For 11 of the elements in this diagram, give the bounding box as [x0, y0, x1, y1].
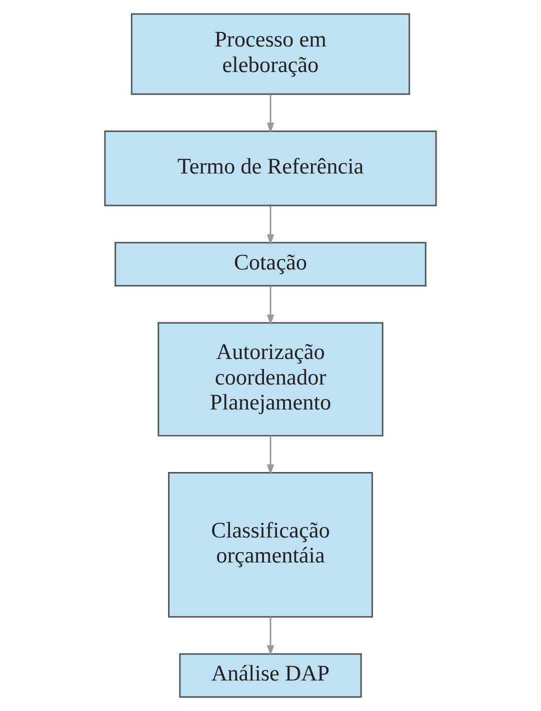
- arrow: [266, 94, 274, 134]
- arrow: [266, 616, 274, 656]
- node-box: Análise DAP: [179, 653, 362, 698]
- node-box: Autorização coordenador Planejamento: [158, 322, 384, 436]
- node-box: Cotação: [114, 242, 426, 286]
- arrow: [266, 206, 274, 245]
- node-box: Termo de Referência: [104, 130, 437, 206]
- arrow: [266, 436, 274, 475]
- node-box: Processo em eleboração: [130, 13, 410, 95]
- node-box: Classificação orçamentáia: [168, 472, 373, 618]
- arrow: [266, 286, 274, 325]
